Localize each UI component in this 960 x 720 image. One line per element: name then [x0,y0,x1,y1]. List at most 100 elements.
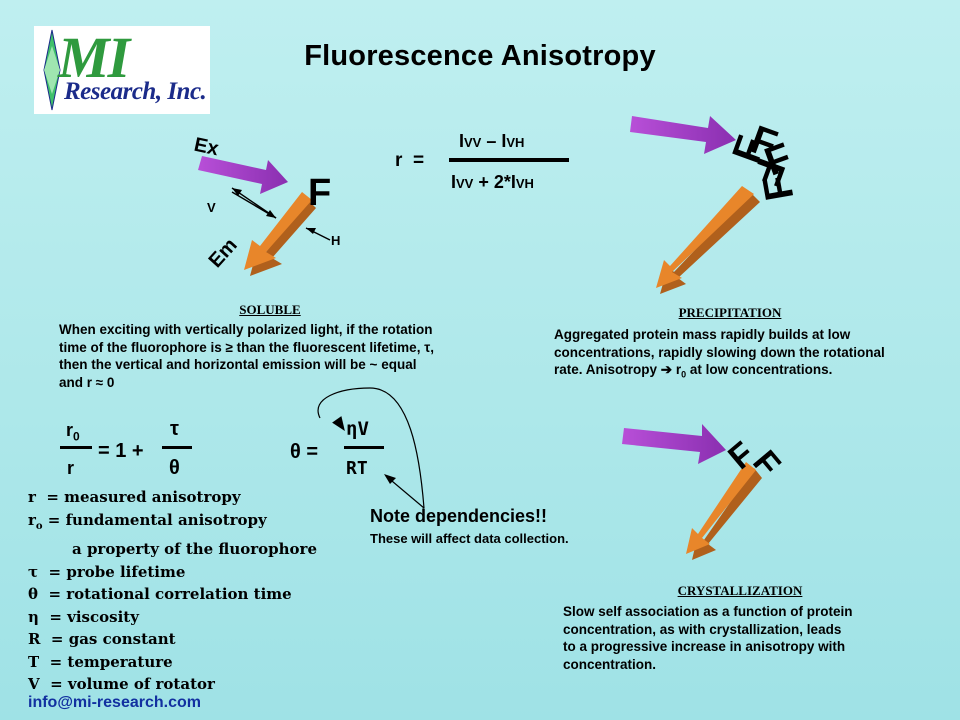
cryst-line: to a progressive increase in anisotropy … [563,639,846,654]
precip-excitation-arrow-icon [630,116,736,154]
soluble-line: When exciting with vertically polarized … [59,322,433,337]
soluble-heading: SOLUBLE [239,302,301,317]
precip-line: rate. Anisotropy ➔ r0 at low concentrati… [554,361,954,384]
def-symbol: r [28,510,36,529]
definition-item: a property of the fluorophore [28,538,388,561]
formula-r-lhs: r = [395,150,424,172]
def-symbol: V [28,675,40,693]
def-text: = fundamental anisotropy [42,510,267,529]
h-label: H [331,233,341,248]
def-text: = rotational correlation time [38,585,292,603]
email-link[interactable]: info@mi-research.com [28,694,201,711]
def-text: a property of the fluorophore [72,540,317,558]
cryst-emission-arrow-icon [686,462,762,560]
def-text: = temperature [39,652,173,671]
def-symbol: T [28,652,40,671]
definitions-list: r = measured anisotropy ro = fundamental… [28,486,388,696]
logo-company: Research, Inc. [64,78,207,105]
def-symbol: θ [28,585,39,603]
def-text: = viscosity [38,607,139,626]
fluorophore-label: F [308,172,332,214]
r0-sub: 0 [681,369,687,380]
ex-label: Ex [192,133,221,161]
perrin-bar-right [162,446,192,449]
dimer-cluster-icon: F F [721,435,787,484]
precip-emission-arrow-icon [656,186,760,294]
excitation-arrow-icon [198,156,288,194]
definition-item: T = temperature [28,651,388,674]
page-title: Fluorescence Anisotropy [304,40,656,72]
den-sub-vh: VH [515,176,534,191]
definition-item: r = measured anisotropy [28,486,388,509]
definition-item: R = gas constant [28,628,388,651]
crystallization-diagram: F F [622,424,788,560]
logo-mark: MI [58,25,130,90]
definition-item: θ = rotational correlation time [28,583,388,606]
soluble-line: time of the fluorophore is ≥ than the fl… [59,339,434,355]
r-equals: = [412,150,425,171]
formula-r-numerator: IVV – IVH [459,131,524,152]
soluble-paragraph: When exciting with vertically polarized … [59,321,519,391]
cryst-line: concentration. [563,656,657,672]
cryst-line: concentration, as with crystallization, … [563,621,842,637]
formula-r-bar [449,158,569,162]
v-pointer-icon [231,187,277,219]
perrin-eq: = 1 + [98,440,144,462]
precipitation-diagram: F F F F F [630,116,802,294]
def-symbol: τ [28,562,39,581]
soluble-diagram [198,156,331,276]
den-sub-vv: VV [456,176,474,191]
num-i: I [459,131,465,151]
cryst-excitation-arrow-icon [622,424,726,464]
den-i: I [451,172,457,192]
perrin-r: r [67,458,75,478]
def-symbol: η [28,607,39,626]
precipitation-paragraph: Aggregated protein mass rapidly builds a… [554,326,954,384]
soluble-line: then the vertical and horizontal emissio… [59,357,417,372]
def-text: = volume of rotator [39,675,215,693]
def-text: = gas constant [40,630,176,648]
def-text: = probe lifetime [38,562,186,581]
perrin-r0-symbol: r [66,420,74,440]
r-symbol: r [395,150,403,171]
logo-diamond-icon [43,29,61,111]
perrin-bar-left [60,446,92,449]
theta-lhs: θ = [290,441,319,463]
theta-numerator: ηV [346,418,369,440]
theta-denominator: RT [346,458,368,479]
def-symbol: r [28,488,36,506]
den-op: + 2*I [473,172,516,192]
perrin-tau: τ [170,418,179,440]
definition-item: V = volume of rotator [28,673,388,696]
emission-arrow-icon [244,192,316,276]
theta-bar [344,446,384,449]
def-symbol: R [28,630,41,648]
precip-line: Aggregated protein mass rapidly builds a… [554,327,851,342]
def-sub: o [35,520,43,532]
note-title: Note dependencies!! [370,506,548,526]
precip-line-text: rate. Anisotropy [554,362,661,377]
soluble-line: and r ≈ 0 [59,374,115,390]
perrin-theta: θ [169,457,180,479]
num-sub-vv: VV [464,135,482,150]
h-pointer-icon [305,227,331,241]
def-text: = measured anisotropy [35,488,241,506]
precip-line: concentrations, rapidly slowing down the… [554,344,885,360]
aggregate-cluster-icon: F F F F F [724,118,802,204]
cryst-line: Slow self association as a function of p… [563,604,853,619]
definition-item: τ = probe lifetime [28,561,388,584]
precip-tail: at low concentrations. [686,362,833,377]
definition-item: η = viscosity [28,606,388,629]
num-sub-vh: VH [506,135,525,150]
crystallization-heading: CRYSTALLIZATION [677,583,803,598]
r0-symbol: r [675,362,682,377]
perrin-r0-sub: 0 [73,429,80,444]
crystallization-paragraph: Slow self association as a function of p… [563,603,943,673]
precipitation-heading: PRECIPITATION [678,305,782,320]
perrin-r0: r0 [66,420,80,444]
company-logo: MI Research, Inc. [34,25,210,114]
num-op: – I [481,131,507,151]
right-arrow-icon: ➔ [660,362,673,377]
formula-r-denominator: IVV + 2*IVH [451,172,534,193]
note-pointer-arrows [317,387,425,509]
